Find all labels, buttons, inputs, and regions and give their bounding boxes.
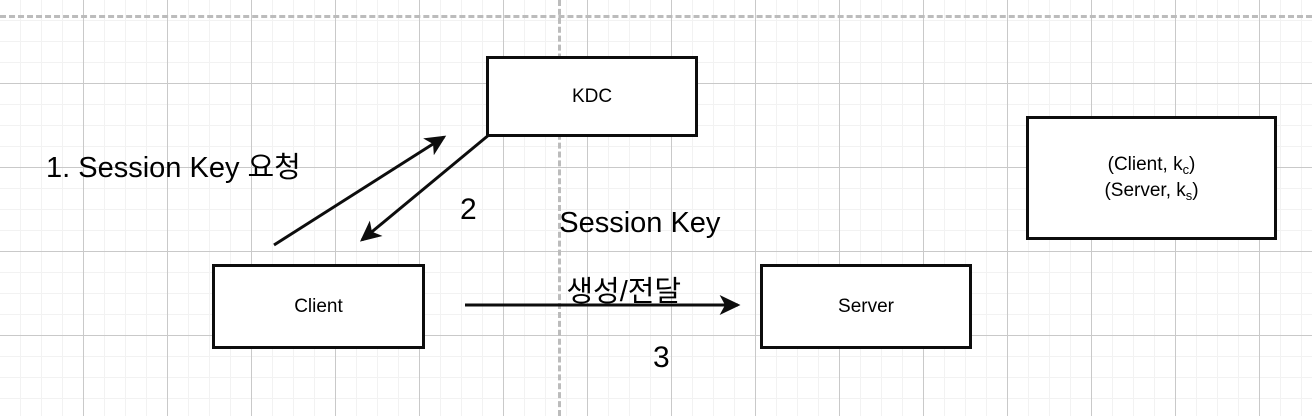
- label-session-key-line2: 생성/전달: [566, 275, 682, 308]
- node-client[interactable]: Client: [212, 264, 425, 349]
- key-legend-client-subscript: c: [1182, 162, 1190, 178]
- label-step2-number: 2: [460, 193, 477, 226]
- node-kdc[interactable]: KDC: [486, 56, 698, 137]
- node-key-legend[interactable]: (Client, kc) (Server, ks): [1026, 116, 1277, 240]
- key-legend-server-prefix: (Server, k: [1104, 180, 1186, 201]
- key-legend-client-line: (Client, kc): [1108, 153, 1196, 177]
- key-legend-client-prefix: (Client, k: [1107, 154, 1183, 176]
- key-legend-server-suffix: ): [1192, 180, 1199, 201]
- node-client-label: Client: [294, 295, 343, 317]
- node-server[interactable]: Server: [760, 264, 972, 349]
- key-legend-server-line: (Server, ks): [1104, 179, 1198, 203]
- node-server-label: Server: [838, 295, 894, 317]
- key-legend-client-suffix: ): [1189, 154, 1196, 176]
- page-guide-vertical: [558, 0, 561, 416]
- label-step3-number: 3: [653, 341, 670, 374]
- label-session-key-generation: Session Key 생성/전달: [527, 172, 720, 377]
- label-session-key-line1: Session Key: [559, 207, 721, 240]
- page-guide-horizontal: [0, 15, 1312, 18]
- node-kdc-label: KDC: [571, 85, 613, 107]
- key-legend-server-subscript: s: [1185, 187, 1193, 203]
- label-step1-session-key-request: 1. Session Key 요청: [46, 152, 301, 184]
